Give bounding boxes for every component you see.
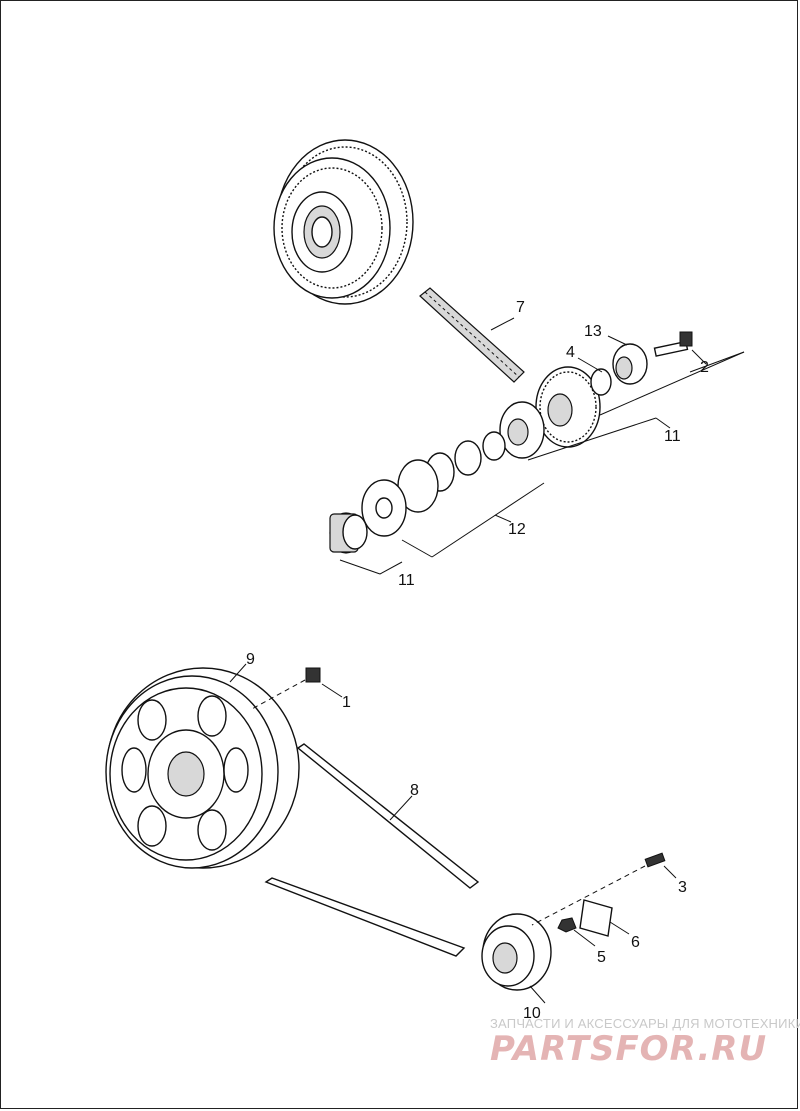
callout-9: 9 xyxy=(246,651,255,668)
screw-3 xyxy=(531,852,677,926)
callout-7: 7 xyxy=(516,299,525,316)
lock-plate-6 xyxy=(579,899,630,937)
bolt-1 xyxy=(249,667,343,711)
sliding-cam xyxy=(499,401,545,459)
watermark-brand: PARTSFOR.RU xyxy=(490,1029,767,1069)
upper-leaders xyxy=(339,317,745,575)
callout-11-upper: 11 xyxy=(664,428,681,445)
washer-4 xyxy=(590,368,612,396)
callout-4: 4 xyxy=(566,344,575,361)
clutch-shell xyxy=(273,139,414,305)
callout-11-lower: 11 xyxy=(398,572,415,589)
callout-5: 5 xyxy=(597,949,606,966)
bolt-2 xyxy=(653,331,693,357)
callout-8: 8 xyxy=(410,782,419,799)
transmission-sprocket xyxy=(481,913,552,1004)
callout-1: 1 xyxy=(342,694,351,711)
pulley-leader xyxy=(229,663,247,683)
shaft-extension xyxy=(329,512,368,554)
callout-13: 13 xyxy=(584,323,602,340)
rear-pulley xyxy=(105,667,300,869)
callout-2: 2 xyxy=(700,359,709,376)
drive-belt xyxy=(264,743,480,957)
bushing-13 xyxy=(612,343,648,385)
watermark-tagline: ЗАПЧАСТИ И АКСЕССУАРЫ ДЛЯ МОТОТЕХНИКИ xyxy=(490,1016,800,1031)
callout-6: 6 xyxy=(631,934,640,951)
spacer-washers xyxy=(361,431,506,537)
callout-10: 10 xyxy=(523,1005,541,1022)
callout-3: 3 xyxy=(678,879,687,896)
compensator-sprocket xyxy=(535,366,601,448)
callout-12: 12 xyxy=(508,521,526,538)
nut-5 xyxy=(557,917,596,947)
primary-chain xyxy=(419,287,525,383)
